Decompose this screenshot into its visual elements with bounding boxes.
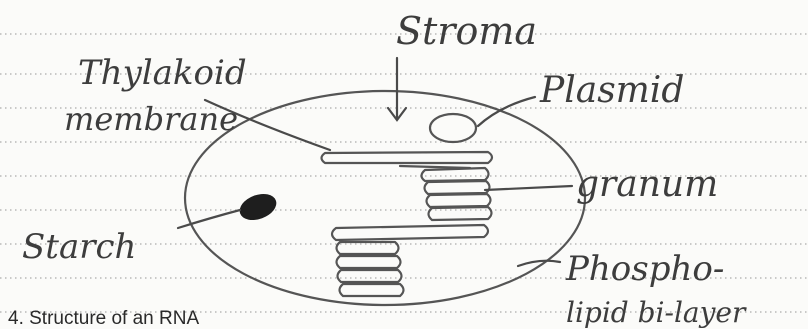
chloroplast-envelope: [185, 91, 585, 305]
label-thylakoid-line2: membrane: [64, 100, 238, 138]
granum-disc: [429, 207, 492, 220]
label-starch: Starch: [22, 227, 136, 267]
granum-leader: [485, 186, 572, 190]
thylakoid-lamella-upper: [322, 152, 493, 163]
granum-disc: [338, 270, 402, 282]
label-plasmid: Plasmid: [539, 70, 684, 111]
starch-granule: [236, 189, 280, 225]
thylakoid-lamella-upper-inner: [400, 166, 470, 168]
plasmid-shape: [430, 114, 476, 142]
label-stroma: Stroma: [396, 9, 537, 53]
granum-disc: [422, 168, 489, 181]
label-phospholipid-line1: Phospho-: [565, 249, 724, 289]
thylakoid-lamella-lower: [332, 225, 488, 240]
granum-disc: [340, 284, 404, 296]
label-granum: granum: [576, 164, 718, 205]
label-phospholipid-line2: lipid bi-layer: [566, 296, 747, 329]
granum-disc: [425, 181, 490, 194]
lower-granum-stack: [337, 242, 404, 296]
bottom-text: 4. Structure of an RNA: [8, 308, 199, 329]
granum-disc: [337, 256, 401, 268]
granum-disc: [427, 194, 491, 207]
label-thylakoid-line1: Thylakoid: [78, 53, 247, 93]
